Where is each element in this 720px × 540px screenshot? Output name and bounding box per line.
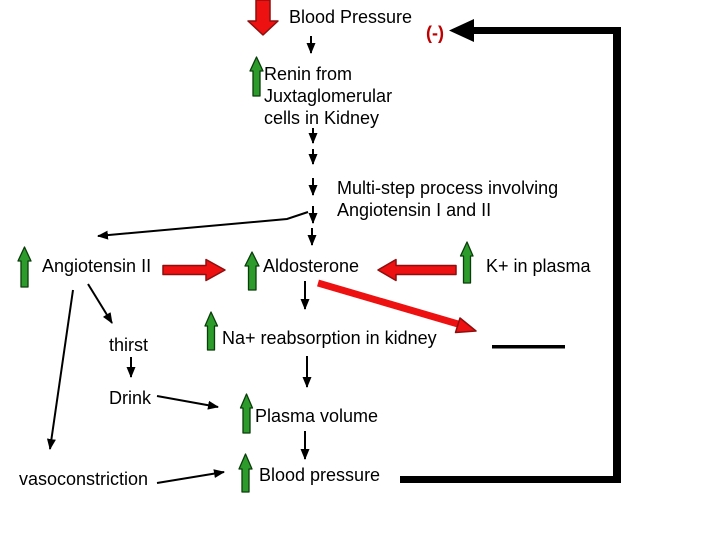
feedback-arrowhead-icon: [449, 19, 474, 42]
increase-arrow-icon-k-plasma: [459, 241, 474, 284]
blood-pressure-top-label: Blood Pressure: [289, 7, 413, 27]
increase-arrow-icon-na-reabsorption: [204, 311, 219, 351]
arrow-angiotensin-to-vasoconstriction: [46, 289, 74, 450]
increase-arrow-icon-plasma-volume: [239, 393, 254, 434]
increase-arrow-icon-blood-pressure: [238, 453, 253, 493]
red-arrow-aldosterone-diagonal-head: [454, 317, 477, 334]
feedback-loop-right-line: [613, 27, 621, 483]
feedback-loop-top-line: [472, 27, 618, 34]
increase-arrow-icon-angiotensin: [17, 246, 32, 288]
plasma-volume-label: Plasma volume: [255, 406, 379, 426]
arrow-drink-to-plasmavolume: [156, 395, 219, 410]
drink-label: Drink: [109, 388, 152, 408]
red-arrow-k-to-aldosterone: [377, 258, 457, 282]
angiotensin-ii-label: Angiotensin II: [42, 256, 152, 276]
arrow-angiotensin-to-thirst: [87, 283, 113, 324]
red-arrow-aldosterone-diagonal-shaft: [317, 279, 459, 328]
negative-feedback-label: (-): [426, 23, 444, 43]
arrow-vasoconstriction-to-bloodpressure: [156, 469, 225, 484]
renin-label: Renin from Juxtaglomerular cells in Kidn…: [264, 64, 393, 128]
increase-arrow-icon-renin: [249, 56, 264, 97]
red-arrow-angiotensin-to-aldosterone: [162, 258, 226, 282]
k-in-plasma-label: K+ in plasma: [486, 256, 591, 276]
blood-pressure-bottom-label: Blood pressure: [259, 465, 381, 485]
decrease-arrow-icon-bloodpressure: [247, 0, 279, 36]
arrow-multistep-to-angiotensin: [97, 211, 309, 240]
vasoconstriction-label: vasoconstriction: [19, 469, 149, 489]
thirst-label: thirst: [109, 335, 149, 355]
blank-line: [492, 345, 565, 349]
aldosterone-label: Aldosterone: [263, 256, 360, 276]
multistep-label: Multi-step process involving Angiotensin…: [337, 178, 559, 220]
na-reabsorption-label: Na+ reabsorption in kidney: [222, 328, 437, 348]
increase-arrow-icon-aldosterone: [244, 251, 260, 291]
feedback-loop-bottom-line: [400, 476, 621, 483]
